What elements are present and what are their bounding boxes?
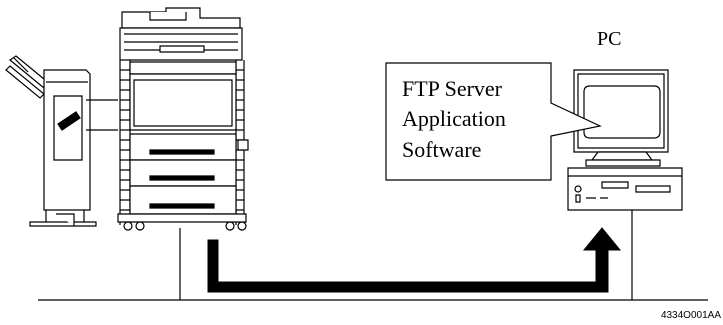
pc-screen [584, 86, 660, 138]
data-flow-arrow [208, 228, 620, 292]
pc-computer [568, 70, 682, 210]
finisher-unit [6, 56, 118, 226]
pc-label: PC [597, 28, 621, 50]
figure-code: 4334O001AA [661, 310, 721, 321]
callout-line-1: FTP Server [402, 76, 503, 101]
copier-main-body [118, 8, 248, 230]
copier-machine [6, 8, 248, 230]
callout-box: FTP Server Application Software [386, 63, 600, 180]
callout-line-3: Software [402, 137, 481, 162]
callout-line-2: Application [402, 106, 506, 131]
